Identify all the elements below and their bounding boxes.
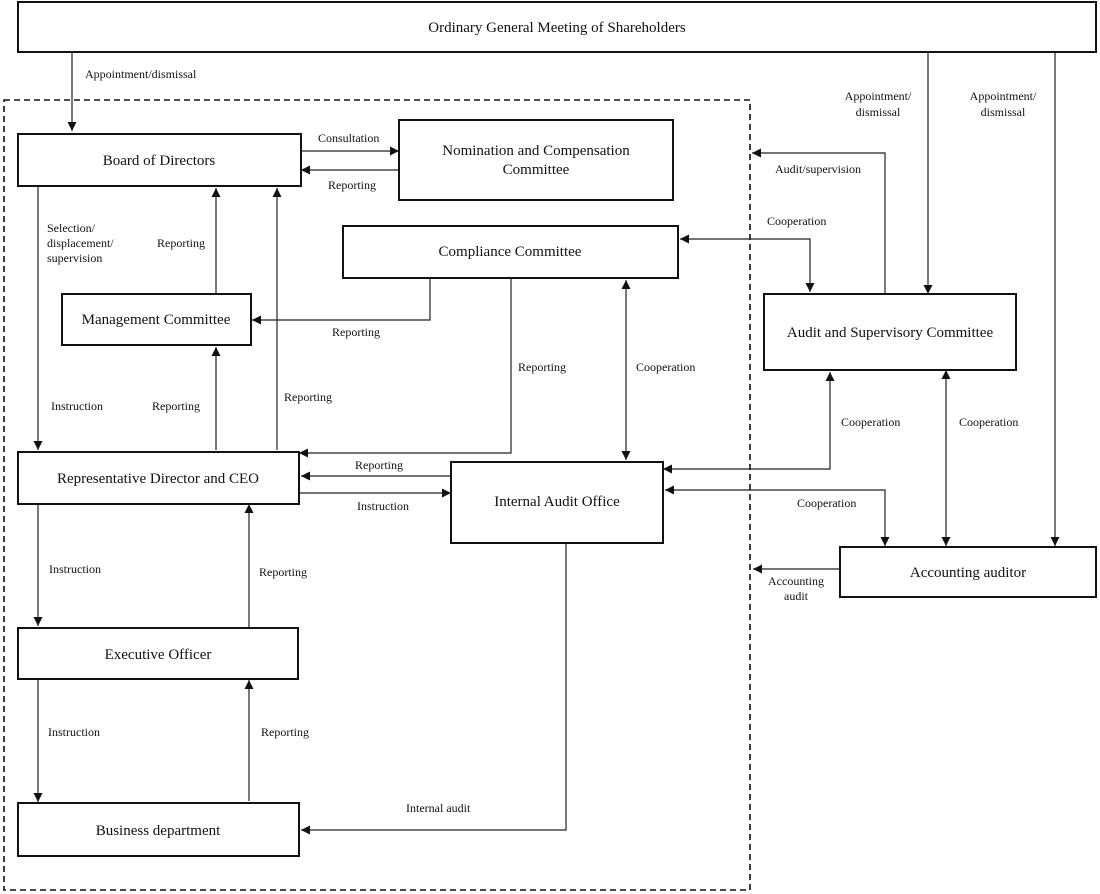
label-cooperation-auditcommittee-accounting: Cooperation xyxy=(959,415,1018,429)
label-selection-2: displacement/ xyxy=(47,236,114,250)
label-instruction-board-ceo: Instruction xyxy=(51,399,103,413)
management-label: Management Committee xyxy=(82,312,231,328)
label-reporting-compliance-ceo: Reporting xyxy=(518,360,566,374)
box-nomination: Nomination and Compensation Committee xyxy=(398,119,674,201)
label-accounting-audit-1: Accounting xyxy=(768,574,824,588)
label-appointment-accounting-1: Appointment/ xyxy=(970,89,1037,103)
label-reporting-business-exec: Reporting xyxy=(261,725,309,739)
nomination-label-line2: Committee xyxy=(503,162,570,178)
label-accounting-audit-2: audit xyxy=(784,589,809,603)
label-reporting-mgmt-board: Reporting xyxy=(157,236,205,250)
label-cooperation-internal-accounting: Cooperation xyxy=(797,496,856,510)
label-audit-supervision: Audit/supervision xyxy=(775,162,861,176)
arrow-cooperation-compliance-audit xyxy=(680,234,815,292)
label-appointment-board: Appointment/dismissal xyxy=(85,67,197,81)
box-compliance: Compliance Committee xyxy=(342,225,679,279)
label-appointment-audit-1: Appointment/ xyxy=(845,89,912,103)
arrow-internal-business xyxy=(301,543,567,835)
label-reporting-internal-ceo: Reporting xyxy=(355,458,403,472)
label-cooperation-compliance-internal: Cooperation xyxy=(636,360,695,374)
arrow-auditcommittee-internal xyxy=(663,372,835,474)
ceo-label: Representative Director and CEO xyxy=(57,471,259,487)
internal-audit-label: Internal Audit Office xyxy=(494,494,620,510)
label-instruction-ceo-internal: Instruction xyxy=(357,499,409,513)
label-reporting-nomination: Reporting xyxy=(328,178,376,192)
label-reporting-exec-ceo: Reporting xyxy=(259,565,307,579)
arrow-compliance-mgmt xyxy=(252,278,431,325)
box-accounting-auditor: Accounting auditor xyxy=(839,546,1097,598)
label-instruction-exec-business: Instruction xyxy=(48,725,100,739)
board-label: Board of Directors xyxy=(103,153,216,169)
audit-committee-label: Audit and Supervisory Committee xyxy=(787,325,994,341)
business-label: Business department xyxy=(96,823,221,839)
arrow-internal-accounting xyxy=(665,485,890,546)
label-instruction-ceo-exec: Instruction xyxy=(49,562,101,576)
connectors xyxy=(33,52,1060,835)
box-shareholders: Ordinary General Meeting of Shareholders xyxy=(17,1,1097,53)
box-ceo: Representative Director and CEO xyxy=(17,451,300,505)
label-selection-3: supervision xyxy=(47,251,102,265)
label-reporting-compliance-mgmt: Reporting xyxy=(332,325,380,339)
compliance-label: Compliance Committee xyxy=(439,244,582,260)
label-selection-1: Selection/ xyxy=(47,221,96,235)
shareholders-label: Ordinary General Meeting of Shareholders xyxy=(428,20,686,36)
edge-labels: Appointment/dismissal Appointment/ dismi… xyxy=(47,67,1037,815)
box-internal-audit: Internal Audit Office xyxy=(450,461,664,544)
label-cooperation-auditcommittee-internal: Cooperation xyxy=(841,415,900,429)
accounting-auditor-label: Accounting auditor xyxy=(910,565,1026,581)
box-board: Board of Directors xyxy=(17,133,302,187)
label-cooperation-compliance-audit: Cooperation xyxy=(767,214,826,228)
box-management: Management Committee xyxy=(61,293,252,346)
arrow-audit-supervision xyxy=(752,148,886,294)
label-consultation: Consultation xyxy=(318,131,379,145)
label-reporting-ceo-board: Reporting xyxy=(284,390,332,404)
executive-label: Executive Officer xyxy=(105,647,212,663)
box-executive: Executive Officer xyxy=(17,627,299,680)
nomination-label-line1: Nomination and Compensation xyxy=(442,143,630,159)
label-reporting-ceo-mgmt: Reporting xyxy=(152,399,200,413)
label-appointment-accounting-2: dismissal xyxy=(981,105,1026,119)
label-appointment-audit-2: dismissal xyxy=(856,105,901,119)
box-audit-committee: Audit and Supervisory Committee xyxy=(763,293,1017,371)
box-business: Business department xyxy=(17,802,300,857)
label-internal-audit: Internal audit xyxy=(406,801,471,815)
arrow-compliance-ceo xyxy=(299,278,512,458)
